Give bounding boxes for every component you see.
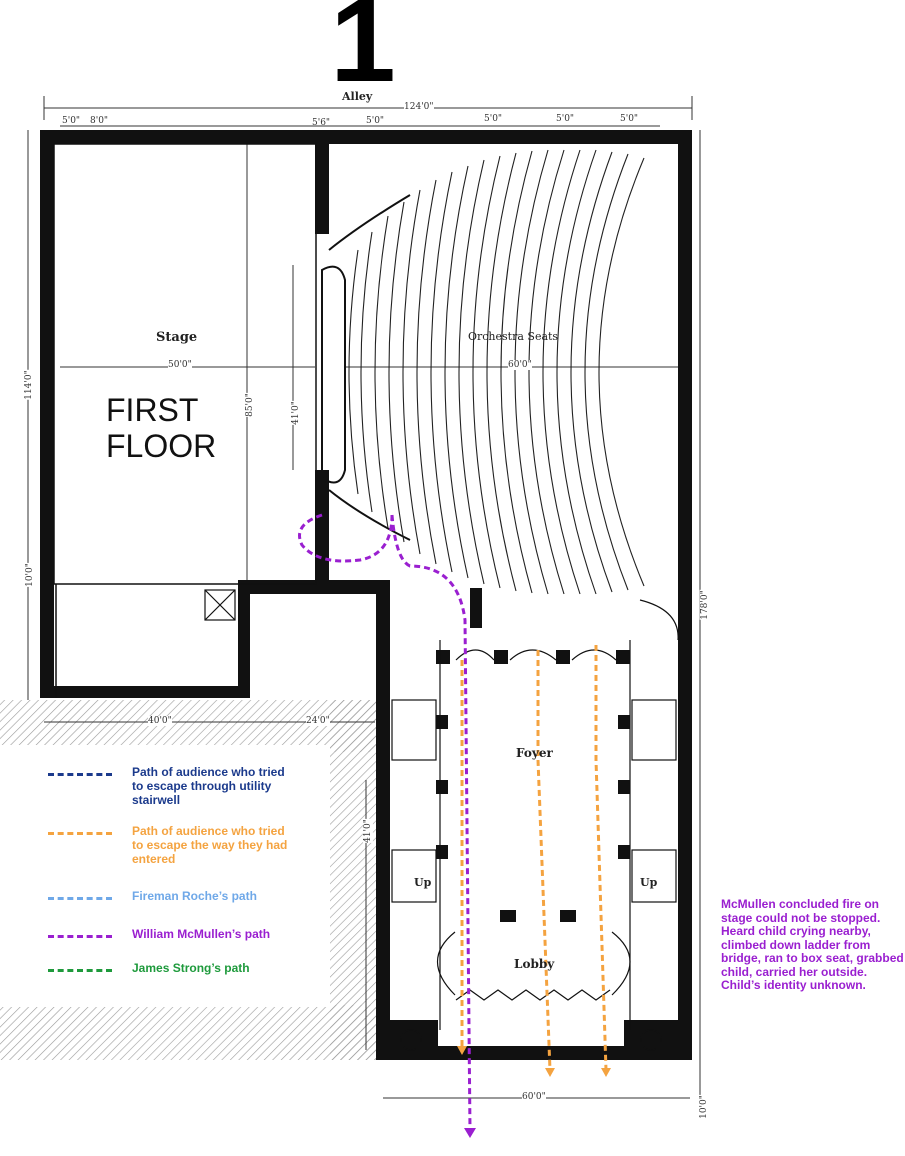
dim-foyer-side: 41'0" [362, 819, 373, 843]
label-up-right: Up [640, 876, 658, 889]
dim-stage-width: 50'0" [168, 360, 192, 370]
foyer-structure [388, 650, 678, 1060]
walls [40, 130, 692, 1060]
dim-orchestra-width: 60'0" [508, 360, 532, 370]
dim-d2: 8'0" [90, 116, 109, 126]
audience-entry-paths [460, 645, 608, 1071]
dim-d6: 5'0" [556, 114, 575, 124]
dim-d7: 5'0" [620, 114, 639, 124]
legend-row-entry: Path of audience who tried to escape the… [48, 824, 292, 866]
dim-d4: 5'0" [366, 116, 385, 126]
dim-bottom-mid: 24'0" [306, 716, 330, 726]
dim-prosc-height: 41'0" [290, 401, 301, 425]
audience-entry-arrows [457, 1046, 611, 1077]
legend-text-entry: Path of audience who tried to escape the… [132, 824, 288, 866]
legend-swatch-strong [48, 969, 112, 972]
label-lobby: Lobby [514, 957, 555, 971]
legend-row-roche: Fireman Roche’s path [48, 889, 292, 903]
floor-label: FIRST FLOOR [106, 392, 217, 464]
label-orchestra: Orchestra Seats [468, 330, 559, 343]
legend-swatch-entry [48, 832, 112, 835]
legend-row-stairwell: Path of audience who tried to escape thr… [48, 765, 292, 807]
label-stage: Stage [156, 330, 198, 345]
dim-bottom-left: 40'0" [148, 716, 172, 726]
proscenium-apron [321, 265, 346, 484]
legend-row-mcmullen: William McMullen’s path [48, 927, 292, 941]
mcmullen-note: McMullen concluded fire on stage could n… [721, 897, 904, 992]
legend-swatch-stairwell [48, 773, 112, 776]
legend-text-roche: Fireman Roche’s path [132, 889, 257, 903]
dim-d3: 5'6" [312, 118, 331, 128]
dim-left-total: 114'0" [23, 370, 34, 400]
dim-entrance-width: 60'0" [522, 1092, 546, 1102]
legend-swatch-mcmullen [48, 935, 112, 938]
mcmullen-path [298, 513, 472, 1131]
label-foyer: Foyer [516, 746, 553, 760]
legend: Path of audience who tried to escape thr… [0, 745, 330, 1007]
mcmullen-arrow [464, 1128, 476, 1138]
dim-stage-depth: 85'0" [244, 393, 255, 417]
label-alley: Alley [342, 90, 373, 103]
dim-right-total: 178'0" [699, 590, 710, 620]
legend-text-strong: James Strong’s path [132, 961, 250, 975]
exit-doors [400, 1029, 662, 1051]
dim-alley-width: 124'0" [404, 102, 434, 112]
legend-swatch-roche [48, 897, 112, 900]
dim-left-small: 10'0" [24, 563, 35, 587]
legend-text-stairwell: Path of audience who tried to escape thr… [132, 765, 285, 807]
legend-text-mcmullen: William McMullen’s path [132, 927, 271, 941]
legend-row-strong: James Strong’s path [48, 961, 292, 975]
dim-d5: 5'0" [484, 114, 503, 124]
ground-hatching [0, 700, 380, 1060]
page-number: 1 [330, 0, 396, 107]
dim-entrance-depth: 10'0" [698, 1095, 709, 1119]
dim-d1: 5'0" [62, 116, 81, 126]
orchestra-seat-rows [348, 149, 645, 595]
label-up-left: Up [414, 876, 432, 889]
